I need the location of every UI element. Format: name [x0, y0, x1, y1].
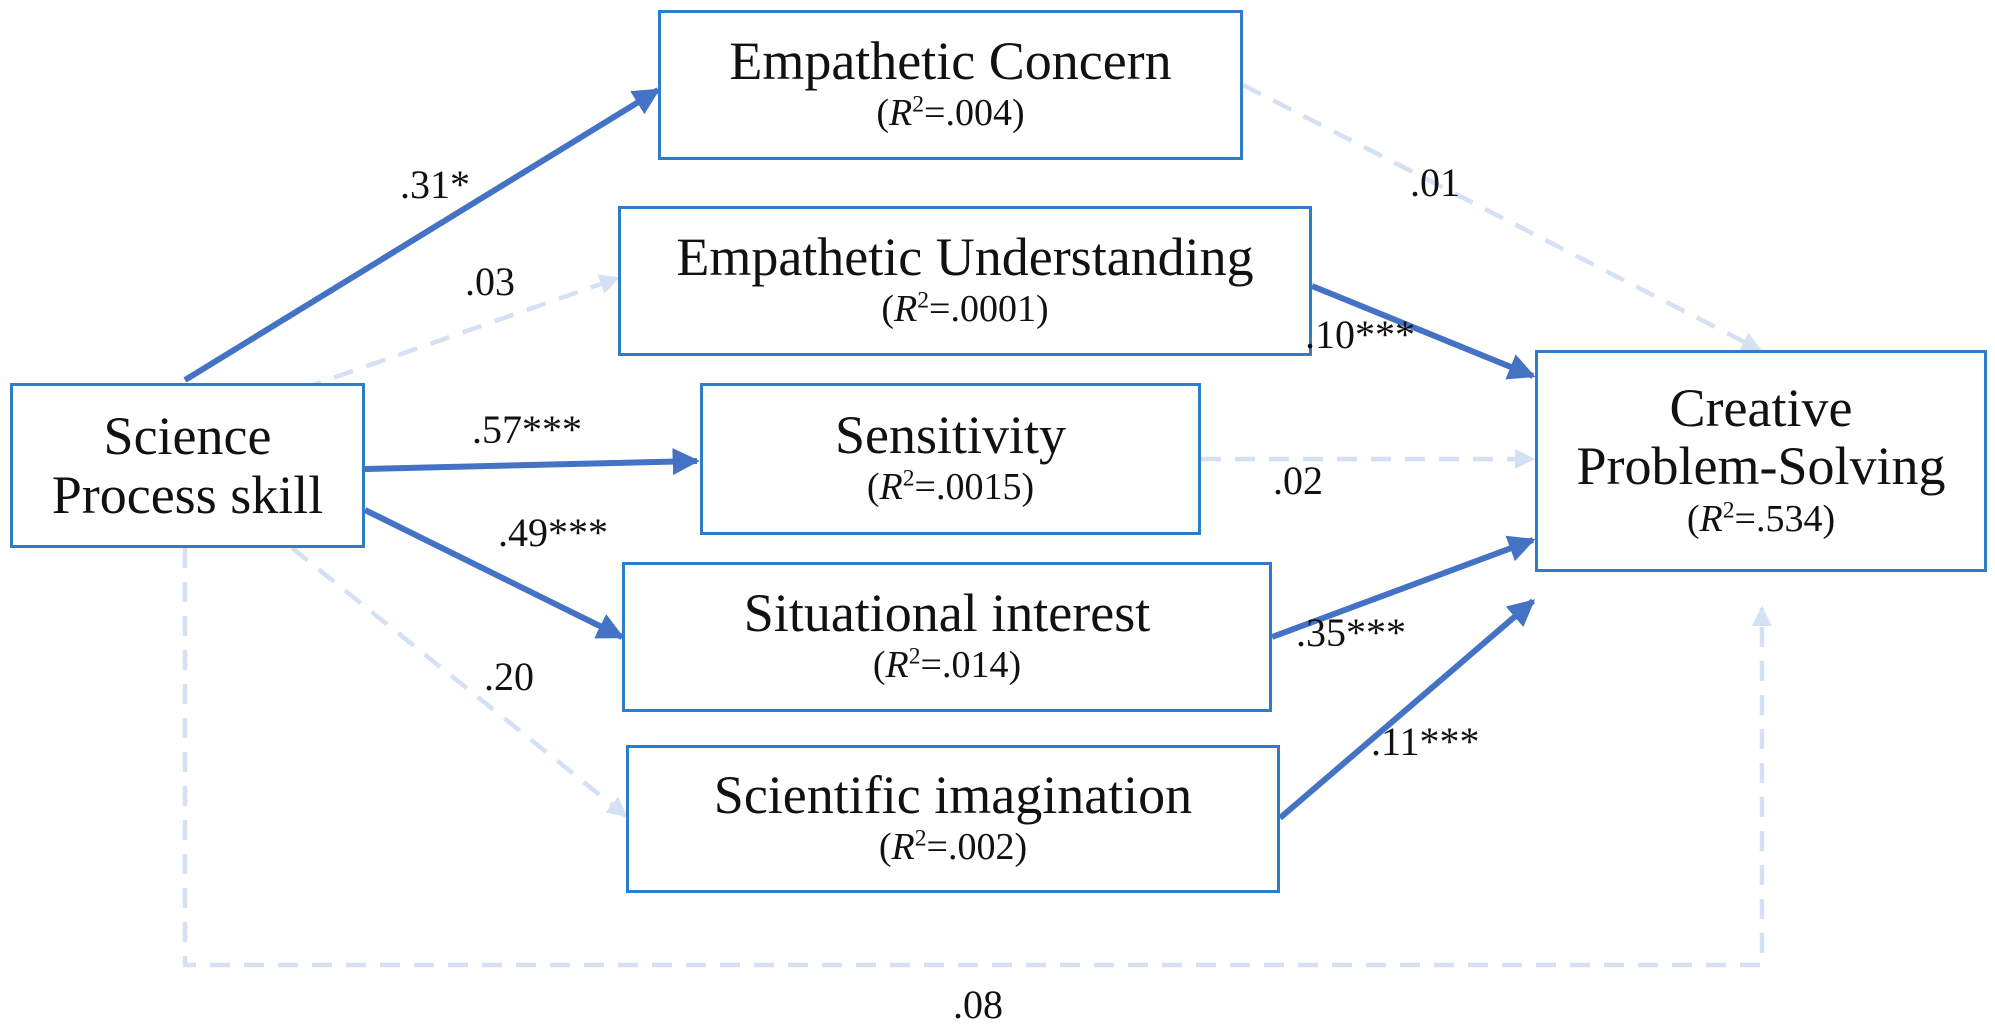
coef-science-to-situational-interest: .49*** [498, 510, 608, 555]
path-science-to-empathetic-understanding [269, 274, 620, 403]
coef-scientific-imagination-to-creative-problem-solving: .11*** [1371, 719, 1480, 764]
coef-science-to-creative-problem-solving: .08 [953, 982, 1003, 1027]
node-empathetic-concern-r2: (R2=.004) [876, 91, 1025, 135]
coef-science-to-empathetic-concern: .31* [400, 162, 470, 207]
node-empathetic-understanding-title: Empathetic Understanding [676, 227, 1254, 288]
path-science-to-empathetic-concern [183, 87, 661, 383]
node-sensitivity-r2: (R2=.0015) [866, 465, 1035, 509]
path-empathetic-concern-to-creative-problem-solving [1241, 82, 1762, 353]
node-sensitivity: Sensitivity (R2=.0015) [700, 383, 1201, 535]
node-science-process-skill: Science Process skill [10, 383, 365, 548]
node-creative-problem-solving: Creative Problem-Solving (R2=.534) [1535, 350, 1987, 572]
coef-empathetic-understanding-to-creative-problem-solving: .10*** [1305, 312, 1415, 357]
node-situational-interest-r2: (R2=.014) [872, 643, 1022, 687]
node-scientific-imagination: Scientific imagination (R2=.002) [626, 745, 1280, 893]
node-empathetic-concern: Empathetic Concern (R2=.004) [658, 10, 1243, 160]
path-science-to-scientific-imagination [290, 546, 628, 818]
node-science-process-skill-line2: Process skill [51, 464, 324, 525]
node-empathetic-understanding-r2: (R2=.0001) [881, 287, 1049, 331]
coef-science-to-empathetic-understanding: .03 [465, 259, 515, 304]
node-empathetic-understanding: Empathetic Understanding (R2=.0001) [618, 206, 1312, 356]
node-scientific-imagination-r2: (R2=.002) [878, 825, 1028, 869]
coef-situational-interest-to-creative-problem-solving: .35*** [1296, 610, 1406, 655]
path-science-to-sensitivity [364, 448, 700, 476]
node-creative-problem-solving-line2: Problem-Solving [1576, 436, 1946, 497]
path-science-to-situational-interest [363, 507, 625, 640]
node-creative-problem-solving-line1: Creative [1669, 377, 1853, 438]
node-situational-interest-title: Situational interest [743, 583, 1151, 644]
coef-sensitivity-to-creative-problem-solving: .02 [1273, 458, 1323, 503]
path-science-to-creative-problem-solving [182, 548, 1773, 968]
node-empathetic-concern-title: Empathetic Concern [729, 31, 1172, 92]
path-empathetic-understanding-to-creative-problem-solving [1310, 283, 1536, 380]
coef-empathetic-concern-to-creative-problem-solving: .01 [1410, 160, 1460, 205]
node-science-process-skill-line1: Science [103, 406, 272, 467]
coef-science-to-sensitivity: .57*** [472, 407, 582, 452]
path-scientific-imagination-to-creative-problem-solving [1278, 598, 1536, 821]
node-situational-interest: Situational interest (R2=.014) [622, 562, 1272, 712]
node-creative-problem-solving-r2: (R2=.534) [1686, 496, 1836, 540]
coef-science-to-scientific-imagination: .20 [484, 654, 534, 699]
node-sensitivity-title: Sensitivity [834, 405, 1067, 466]
node-scientific-imagination-title: Scientific imagination [713, 765, 1193, 826]
path-situational-interest-to-creative-problem-solving [1270, 535, 1536, 640]
